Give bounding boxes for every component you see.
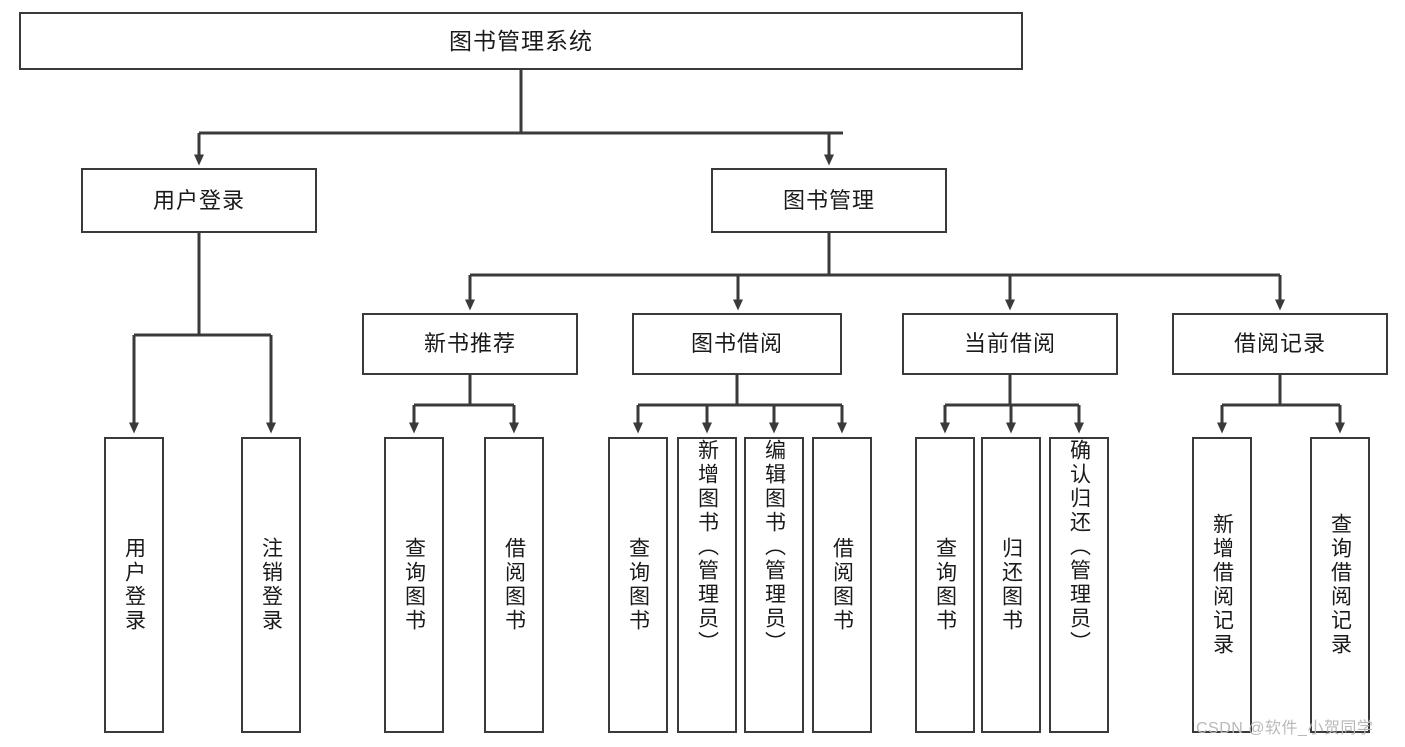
node-label: 图书管理系统 xyxy=(449,27,593,54)
node-label: 查询图书 xyxy=(933,537,957,633)
leaf-book-borrow-edit-book-admin[interactable]: 编辑图书（管理员） xyxy=(744,437,804,733)
node-book-borrow[interactable]: 图书借阅 xyxy=(632,313,842,375)
node-label: 查询图书 xyxy=(402,537,426,633)
leaf-new-book-borrow-book[interactable]: 借阅图书 xyxy=(484,437,544,733)
leaf-current-borrow-confirm-return-admin[interactable]: 确认归还（管理员） xyxy=(1049,437,1109,733)
node-label: 图书借阅 xyxy=(690,331,783,357)
leaf-new-book-query-book[interactable]: 查询图书 xyxy=(384,437,444,733)
node-user-login[interactable]: 用户登录 xyxy=(81,168,317,233)
leaf-user-login-logout[interactable]: 注销登录 xyxy=(241,437,301,733)
node-label: 用户登录 xyxy=(122,537,146,633)
node-current-borrow[interactable]: 当前借阅 xyxy=(902,313,1118,375)
node-label: 注销登录 xyxy=(259,537,283,633)
node-label: 新增图书（管理员） xyxy=(695,439,719,655)
leaf-book-borrow-borrow-book[interactable]: 借阅图书 xyxy=(812,437,872,733)
leaf-borrow-record-query-record[interactable]: 查询借阅记录 xyxy=(1310,437,1370,733)
leaf-user-login-login[interactable]: 用户登录 xyxy=(104,437,164,733)
node-label: 图书管理 xyxy=(782,187,875,213)
watermark: CSDN @软件_小贺同学 xyxy=(1196,720,1374,737)
node-borrow-record[interactable]: 借阅记录 xyxy=(1172,313,1388,375)
leaf-borrow-record-add-record[interactable]: 新增借阅记录 xyxy=(1192,437,1252,733)
leaf-book-borrow-add-book-admin[interactable]: 新增图书（管理员） xyxy=(677,437,737,733)
node-label: 编辑图书（管理员） xyxy=(762,439,786,655)
node-label: 新书推荐 xyxy=(423,331,516,357)
node-label: 用户登录 xyxy=(152,187,245,213)
node-label: 借阅图书 xyxy=(830,537,854,633)
node-label: 当前借阅 xyxy=(963,331,1056,357)
leaf-current-borrow-return-book[interactable]: 归还图书 xyxy=(981,437,1041,733)
node-label: 归还图书 xyxy=(999,537,1023,633)
node-label: 新增借阅记录 xyxy=(1210,513,1234,657)
node-new-book-recommend[interactable]: 新书推荐 xyxy=(362,313,578,375)
leaf-book-borrow-query-book[interactable]: 查询图书 xyxy=(608,437,668,733)
node-root-book-management-system[interactable]: 图书管理系统 xyxy=(19,12,1023,70)
node-book-management[interactable]: 图书管理 xyxy=(711,168,947,233)
node-label: 借阅记录 xyxy=(1233,331,1326,357)
node-label: 确认归还（管理员） xyxy=(1067,439,1091,655)
node-label: 借阅图书 xyxy=(502,537,526,633)
node-label: 查询图书 xyxy=(626,537,650,633)
leaf-current-borrow-query-book[interactable]: 查询图书 xyxy=(915,437,975,733)
node-label: 查询借阅记录 xyxy=(1328,513,1352,657)
